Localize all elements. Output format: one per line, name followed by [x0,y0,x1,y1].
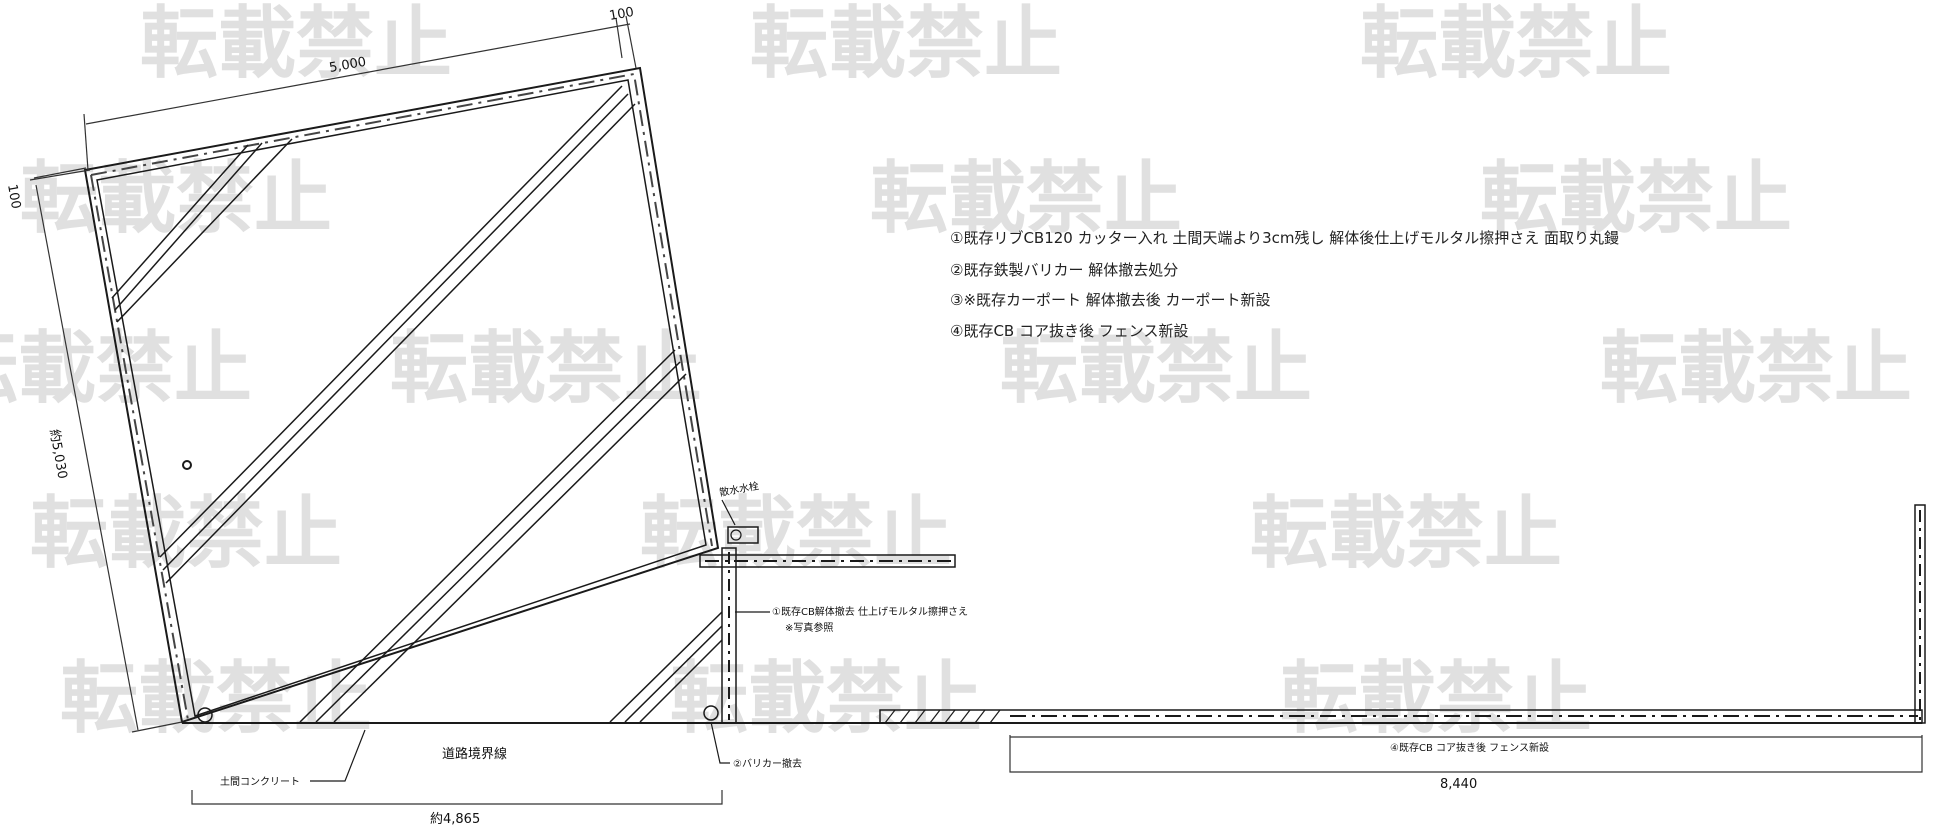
hatch-line [914,709,926,724]
watermark-text: 転載禁止 [1600,324,1912,414]
water-tap-leader [721,499,736,526]
right-end-wall [1914,504,1926,724]
hatch-line [989,709,1001,724]
hatch-line [944,709,956,724]
left-dimension [35,184,139,731]
left-offset-label: 100 [4,183,23,210]
watermark-text: 転載禁止 [20,154,332,244]
top-dimension-tick [83,113,89,171]
block-wall-pattern [90,72,713,547]
leader-lines [310,499,770,782]
bottom-left-length-label: 約4,865 [430,812,480,827]
hatch-stripes [111,85,723,723]
watermark-text: 転載禁止 [30,489,342,579]
block-wall-pattern-left [90,174,189,721]
watermark-text: 転載禁止 [390,324,702,414]
concrete-label: 土間コンクリート [220,775,300,788]
vertical-wall [721,547,737,724]
top-dimension [85,23,631,125]
hatch-line [333,373,687,723]
block-wall-outer [83,66,720,724]
barricade-marker-left [197,707,213,723]
hatch-line [159,85,623,558]
hatch-line [959,709,971,724]
note-item: ①既存リブCB120 カッター入れ 土間天端より3cm残し 解体後仕上げモルタル… [950,229,1619,247]
hatch-line [165,103,636,584]
water-tap-symbol [727,526,759,544]
barricade-leader [710,721,730,764]
barricade-marker-right [703,705,719,721]
hatch-line [624,625,723,723]
fence-wall-hatch [884,709,1001,724]
dimension-lines [29,15,1923,805]
bottom-right-length-label: 8,440 [1440,777,1477,792]
left-offset-tick [33,167,87,179]
watermark-text: 転載禁止 [870,154,1182,244]
bottom-left-dimension [191,790,723,805]
fence-note-label: ④既存CB コア抜き後 フェンス新設 [1390,741,1549,754]
watermark-text: 転載禁止 [670,654,982,744]
note-cb-label: ①既存CB解体撤去 仕上げモルタル擦押さえ [772,605,968,618]
point-marker [182,460,192,470]
watermark-layer: 転載禁止 転載禁止 転載禁止 転載禁止 転載禁止 転載禁止 転載禁止 転載禁止 … [0,0,1912,744]
top-offset-label: 100 [608,5,635,24]
top-length-label: 5,000 [328,55,367,76]
notes-list: ①既存リブCB120 カッター入れ 土間天端より3cm残し 解体後仕上げモルタル… [950,229,1619,340]
watermark-text: 転載禁止 [750,0,1062,89]
hatch-line [929,709,941,724]
note-photo-label: ※写真参照 [785,621,833,634]
bottom-right-dimension [1009,735,1923,773]
hatch-line [884,709,896,724]
hatch-line [609,611,723,723]
watermark-text: 転載禁止 [1480,154,1792,244]
hatch-line [162,93,629,571]
barricade-label: ②バリカー撤去 [733,757,802,770]
hatch-line [639,639,723,723]
short-wall [699,554,956,568]
hatch-line [974,709,986,724]
concrete-leader [310,729,366,782]
hatch-line [114,142,263,311]
watermark-text: 転載禁止 [140,0,452,89]
watermark-text: 転載禁止 [640,489,952,579]
left-dimension-tick [29,169,91,181]
hatch-line [299,349,676,723]
water-tap-symbol [730,529,742,541]
fence-wall [879,709,1923,724]
road-boundary-label: 道路境界線 [442,746,507,762]
right-wall-segments [699,504,1926,724]
hatch-line [315,361,681,723]
top-dimension-tick [625,15,637,69]
watermark-text: 転載禁止 [1250,489,1562,579]
watermark-text: 転載禁止 [60,654,372,744]
note-item: ②既存鉄製バリカー 解体撤去処分 [950,261,1178,279]
watermark-text: 転載禁止 [1280,654,1592,744]
top-offset-tick [615,17,623,59]
left-length-label: 約5,030 [46,428,69,480]
hatch-line [116,138,293,323]
left-dimension-tick [131,721,183,733]
hatch-line [111,144,249,299]
note-item: ④既存CB コア抜き後 フェンス新設 [950,322,1188,340]
note-item: ③※既存カーポート 解体撤去後 カーポート新設 [950,291,1271,309]
watermark-text: 転載禁止 [1000,324,1312,414]
lot-outline [83,66,720,724]
hatch-line [899,709,911,724]
block-wall-inner [96,79,707,717]
watermark-text: 転載禁止 [1360,0,1672,89]
